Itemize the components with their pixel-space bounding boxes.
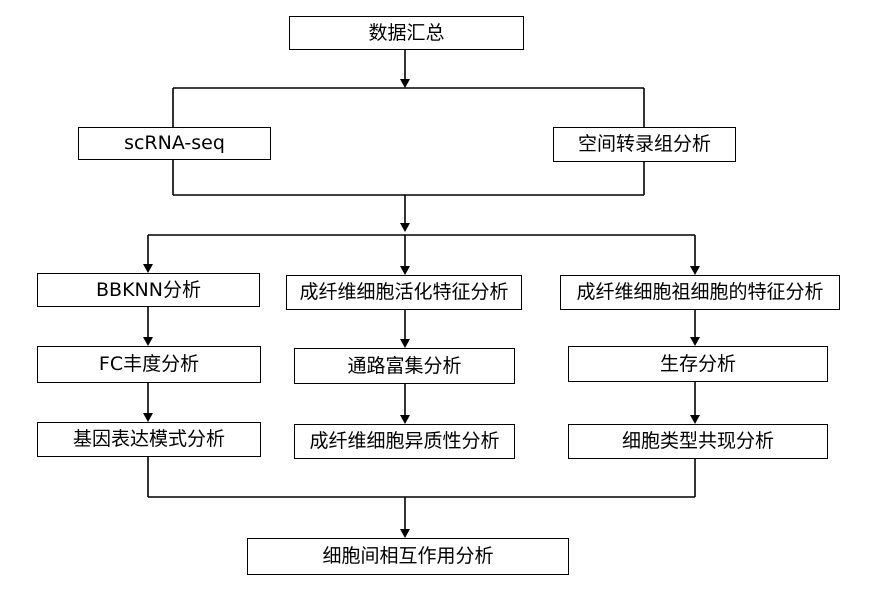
- node-fibroblast-heterogeneity: 成纤维细胞异质性分析: [294, 424, 515, 459]
- node-gene-expression-pattern: 基因表达模式分析: [37, 422, 261, 457]
- node-data-summary: 数据汇总: [289, 16, 524, 50]
- node-fc-abundance-analysis: FC丰度分析: [37, 346, 261, 383]
- arrowhead-1: [400, 79, 410, 88]
- node-spatial-transcriptomics: 空间转录组分析: [553, 127, 736, 162]
- arrowhead-15: [400, 339, 410, 348]
- node-survival-analysis: 生存分析: [568, 346, 828, 382]
- arrowhead-8: [400, 223, 410, 232]
- arrowhead-22: [400, 529, 410, 538]
- node-bbknn-analysis: BBKNN分析: [37, 273, 260, 307]
- node-scrna-seq: scRNA-seq: [78, 127, 271, 160]
- node-cell-interaction: 细胞间相互作用分析: [247, 538, 569, 575]
- arrowhead-18: [690, 415, 700, 424]
- arrowhead-11: [400, 266, 410, 275]
- arrowhead-14: [143, 413, 153, 422]
- node-fibroblast-activation: 成纤维细胞活化特征分析: [286, 275, 522, 310]
- node-fibroblast-progenitor: 成纤维细胞祖细胞的特征分析: [560, 275, 840, 310]
- arrowhead-10: [143, 264, 153, 273]
- node-pathway-enrichment: 通路富集分析: [294, 348, 515, 384]
- arrowhead-12: [690, 266, 700, 275]
- node-cell-type-cooccurrence: 细胞类型共现分析: [568, 424, 828, 459]
- arrowhead-16: [400, 415, 410, 424]
- arrowhead-17: [690, 337, 700, 346]
- arrowhead-13: [143, 337, 153, 346]
